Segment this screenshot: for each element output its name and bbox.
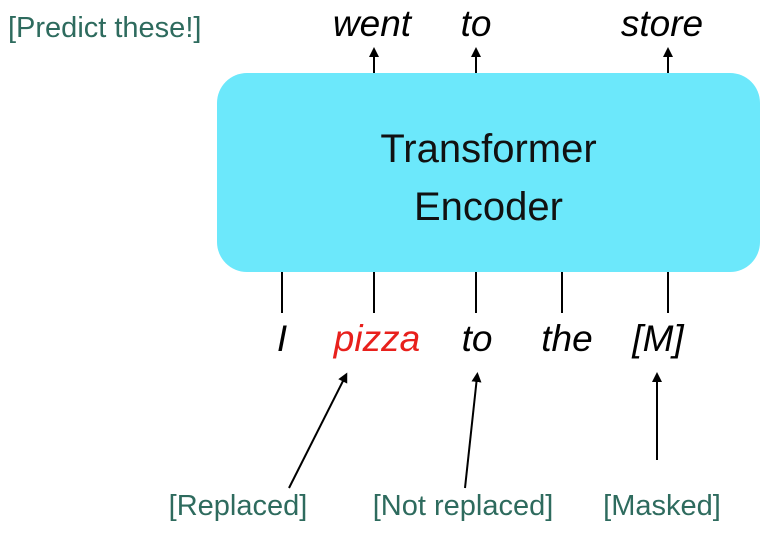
encoder-title-line2: Encoder [414,185,563,229]
output-token-store: store [620,3,704,44]
output-token-to: to [460,3,492,44]
input-token-pizza: pizza [333,318,421,359]
output-token-went: went [332,3,412,44]
replaced-label: [Replaced] [168,490,308,522]
replaced-arrow [288,372,348,489]
input-token-to: to [461,318,493,359]
masked-label: [Masked] [603,490,721,522]
input-token-mask: [M] [632,318,684,359]
transformer-encoder-box [217,73,760,272]
encoder-title-line1: Transformer [380,127,597,171]
not-replaced-label: [Not replaced] [372,490,554,522]
not-replaced-arrow [464,372,482,489]
encoder-title: Transformer Encoder [217,120,760,236]
input-token-i: I [276,318,288,359]
input-token-the: the [541,318,593,359]
predict-these-label: [Predict these!] [8,12,202,44]
